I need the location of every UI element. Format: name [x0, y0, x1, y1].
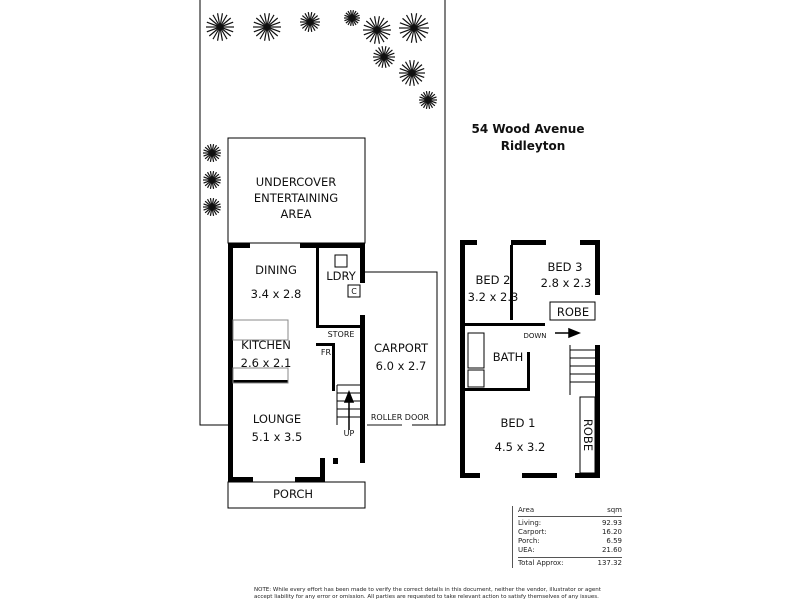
bed3-label: BED 3 — [548, 260, 583, 274]
upper-stairs — [569, 345, 595, 395]
area-row-value: 92.93 — [601, 519, 622, 527]
area-row-label: Porch: — [518, 537, 540, 545]
cupboard-label: C — [351, 287, 357, 296]
carport-outline — [365, 271, 438, 426]
dining-size: 3.4 x 2.8 — [251, 287, 302, 301]
up-arrow-icon — [343, 389, 355, 430]
lot-boundary-right — [437, 0, 446, 426]
lounge-label: LOUNGE — [253, 412, 301, 426]
lounge-size: 5.1 x 3.5 — [252, 430, 303, 444]
kitchen-label: KITCHEN — [241, 338, 291, 352]
roller-door-label: ROLLER DOOR — [371, 413, 430, 422]
carport-label: CARPORT — [374, 341, 429, 355]
bed1-size: 4.5 x 3.2 — [495, 440, 546, 454]
area-row-value: 16.20 — [601, 528, 622, 536]
trees — [203, 10, 437, 216]
bed1-label: BED 1 — [501, 416, 536, 430]
area-row-value: 6.59 — [606, 537, 622, 545]
area-table: Area sqm Living: 92.93 Carport: 16.20 Porc… — [512, 506, 622, 568]
area-row: Porch: 6.59 — [518, 537, 622, 546]
uea-label-1: UNDERCOVER — [256, 175, 337, 189]
area-header-unit: sqm — [607, 506, 622, 514]
tree-icon — [203, 198, 221, 216]
fridge-label: FR — [321, 348, 332, 357]
area-row-label: UEA: — [518, 546, 535, 554]
bed2-size: 3.2 x 2.3 — [468, 290, 519, 304]
tree-icon — [399, 60, 425, 86]
area-row-value: 21.60 — [601, 546, 622, 554]
area-row-label: Carport: — [518, 528, 547, 536]
tree-icon — [300, 12, 320, 32]
area-total-label: Total Approx: — [518, 559, 564, 567]
tree-icon — [363, 16, 391, 44]
bed3-robe-label: ROBE — [557, 305, 589, 319]
bed2-label: BED 2 — [476, 273, 511, 287]
bed1-robe-label: ROBE — [581, 419, 595, 451]
kitchen-size: 2.6 x 2.1 — [241, 356, 292, 370]
ground-floor-walls — [228, 243, 365, 482]
bed3-size: 2.8 x 2.3 — [541, 276, 592, 290]
lot-boundary — [199, 0, 228, 426]
tree-icon — [203, 171, 221, 189]
area-total-row: Total Approx: 137.32 — [518, 557, 622, 568]
disclaimer-note: NOTE: While every effort has been made t… — [254, 587, 601, 600]
area-row: UEA: 21.60 — [518, 546, 622, 555]
address-line-2: Ridleyton — [501, 139, 566, 153]
down-arrow-icon — [555, 327, 582, 339]
dining-label: DINING — [255, 263, 297, 277]
stairs-down-label: DOWN — [523, 332, 546, 340]
area-table-header: Area sqm — [518, 506, 622, 517]
uea-label-2: ENTERTAINING — [254, 191, 338, 205]
tree-icon — [344, 10, 360, 26]
bath-label: BATH — [493, 350, 524, 364]
laundry-label: LDRY — [326, 269, 357, 283]
carport-size: 6.0 x 2.7 — [376, 359, 427, 373]
stairs-up-label: UP — [344, 429, 355, 438]
undercover-entertaining-area — [227, 137, 366, 244]
area-header-label: Area — [518, 506, 535, 514]
tree-icon — [373, 46, 395, 68]
store-label: STORE — [328, 330, 355, 339]
porch-label: PORCH — [273, 487, 313, 501]
tree-icon — [399, 13, 429, 43]
area-row: Carport: 16.20 — [518, 528, 622, 537]
area-row: Living: 92.93 — [518, 519, 622, 528]
tree-icon — [206, 13, 234, 41]
area-total-value: 137.32 — [597, 559, 623, 567]
porch — [227, 481, 366, 509]
upper-floor-walls — [460, 240, 600, 478]
uea-label-3: AREA — [281, 207, 312, 221]
tree-icon — [419, 91, 437, 109]
tree-icon — [253, 13, 281, 41]
area-row-label: Living: — [518, 519, 542, 527]
tree-icon — [203, 144, 221, 162]
address-line-1: 54 Wood Avenue — [472, 122, 585, 136]
